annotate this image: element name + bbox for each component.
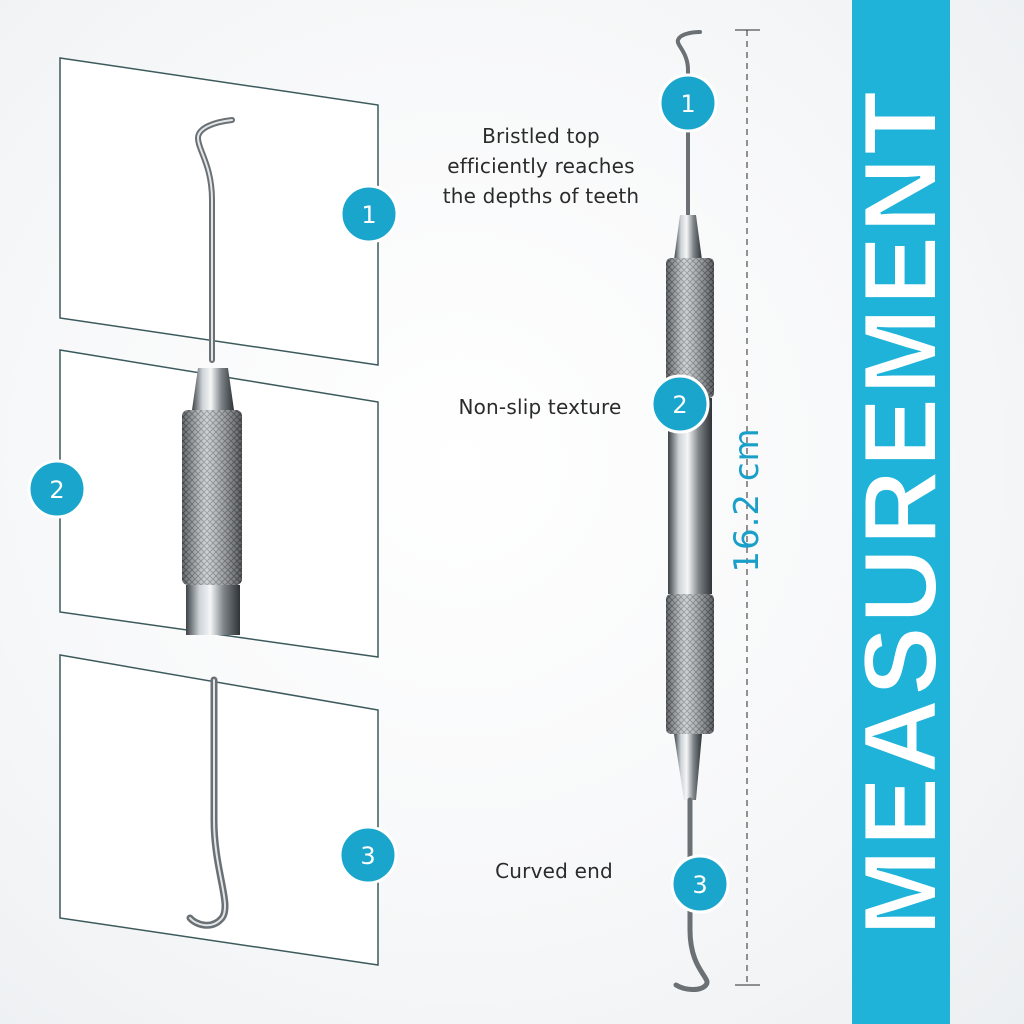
svg-text:1: 1 [361,201,376,229]
detail-panel-2 [59,349,379,658]
number-badge-panel-3: 3 [338,825,398,885]
svg-text:3: 3 [360,842,375,870]
feature-caption-1-line-3: the depths of teeth [442,184,640,208]
measurement-banner: MEASUREMENT [842,0,960,1024]
svg-text:2: 2 [672,391,687,419]
feature-caption-1: Bristled top efficiently reaches the dep… [422,121,660,211]
dental-scaler-tool-image [666,30,714,992]
svg-text:1: 1 [680,90,695,118]
detail-panel-1 [59,57,379,366]
scaler-hook-closeup [186,676,229,929]
number-badge-panel-2: 2 [27,459,87,519]
svg-text:2: 2 [49,476,64,504]
scaler-tip-closeup-1 [194,117,235,363]
feature-caption-3: Curved end [495,859,613,883]
scaler-handle-closeup [182,368,242,635]
feature-caption-2: Non-slip texture [458,395,622,419]
feature-caption-1-line-2: efficiently reaches [447,154,635,178]
banner-title: MEASUREMENT [842,87,960,937]
number-badge-tool-1: 1 [658,73,718,133]
feature-caption-1-line-1: Bristled top [482,124,600,148]
number-badge-panel-1: 1 [339,184,399,244]
dimension-line [735,29,760,986]
detail-panel-3 [59,654,379,966]
svg-text:3: 3 [692,871,707,899]
number-badge-tool-2: 2 [650,374,710,434]
number-badge-tool-3: 3 [670,854,730,914]
dimension-length-label: 16.2 cm [727,427,767,573]
